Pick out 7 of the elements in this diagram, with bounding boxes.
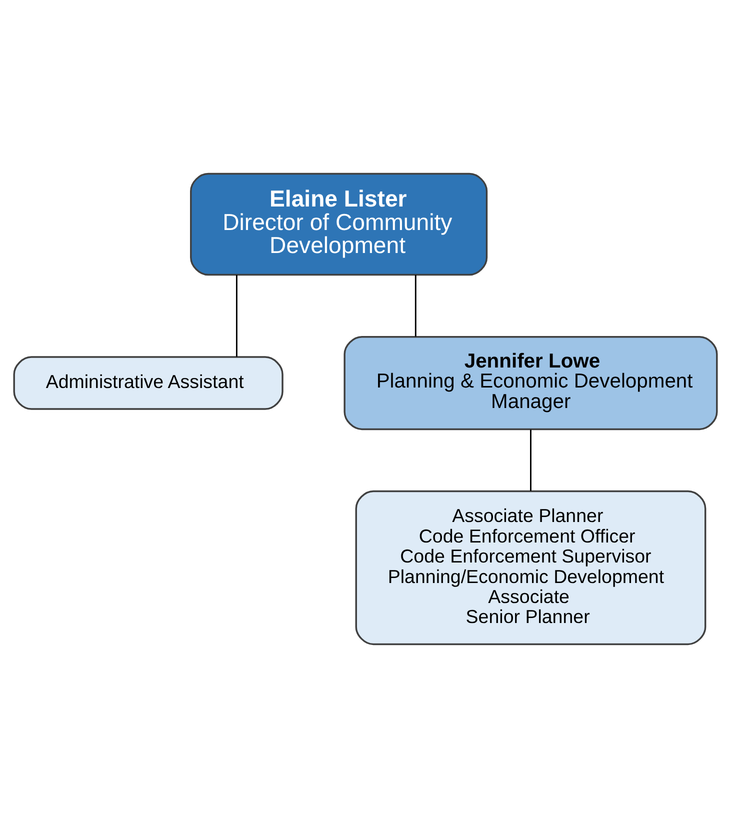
node-box: Elaine Lister Director of Community Development xyxy=(190,172,488,276)
node-box: Associate Planner Code Enforcement Officer Code Enforcement Supervisor Planning/Economic Development Associate Senior Planner xyxy=(355,490,706,645)
connector xyxy=(236,274,238,356)
connector xyxy=(414,274,416,336)
node-box: Jennifer Lowe Planning & Economic Development Manager xyxy=(344,335,718,430)
node-box: Administrative Assistant xyxy=(13,356,284,410)
connector xyxy=(530,429,532,490)
